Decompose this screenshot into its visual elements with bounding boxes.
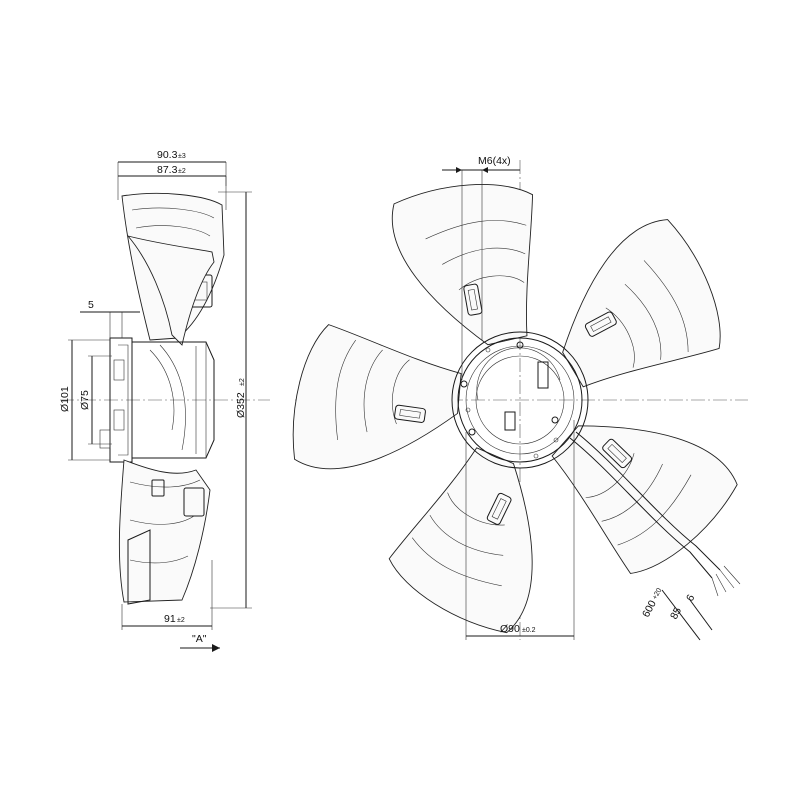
fan-blade (292, 324, 462, 470)
dim-fan-diameter-tol: ±2 (239, 378, 246, 386)
dim-strip-length: 85 (668, 605, 684, 621)
dim-base-depth: 91 (164, 613, 176, 625)
dim-bolt-circle: Ø90 (500, 623, 520, 635)
dim-overall-depth: 90.3 (157, 149, 178, 161)
dim-overall-depth-tol: ±3 (178, 153, 186, 160)
fan-blade (388, 447, 533, 634)
side-view: 90.3 ±3 87.3 ±2 5 Ø101 Ø75 Ø352 ±2 91 ± (59, 149, 270, 652)
dim-wire-end: 6 (684, 592, 697, 603)
dim-offset: 5 (88, 299, 94, 311)
fan-blade (562, 219, 721, 388)
dim-rotor-depth-tol: ±2 (178, 168, 186, 175)
dim-cable-length: 600 (640, 598, 659, 619)
dim-bolt-circle-tol: ±0.2 (522, 627, 536, 634)
fan-blade (551, 425, 738, 574)
dim-cable-length-tol: +20 (652, 587, 664, 601)
dim-base-depth-tol: ±2 (177, 617, 185, 624)
dim-fan-diameter: Ø352 (235, 392, 247, 418)
dim-thread: M6(4x) (478, 155, 511, 167)
view-label: "A" (192, 633, 207, 645)
dim-diameter-101: Ø101 (59, 386, 71, 412)
dim-diameter-75: Ø75 (79, 390, 91, 410)
fan-blade (391, 184, 533, 346)
dim-rotor-depth: 87.3 (157, 164, 178, 176)
front-view: M6(4x) Ø90 ±0.2 600 +20 85 6 (292, 155, 748, 641)
fan-blades (292, 184, 738, 634)
